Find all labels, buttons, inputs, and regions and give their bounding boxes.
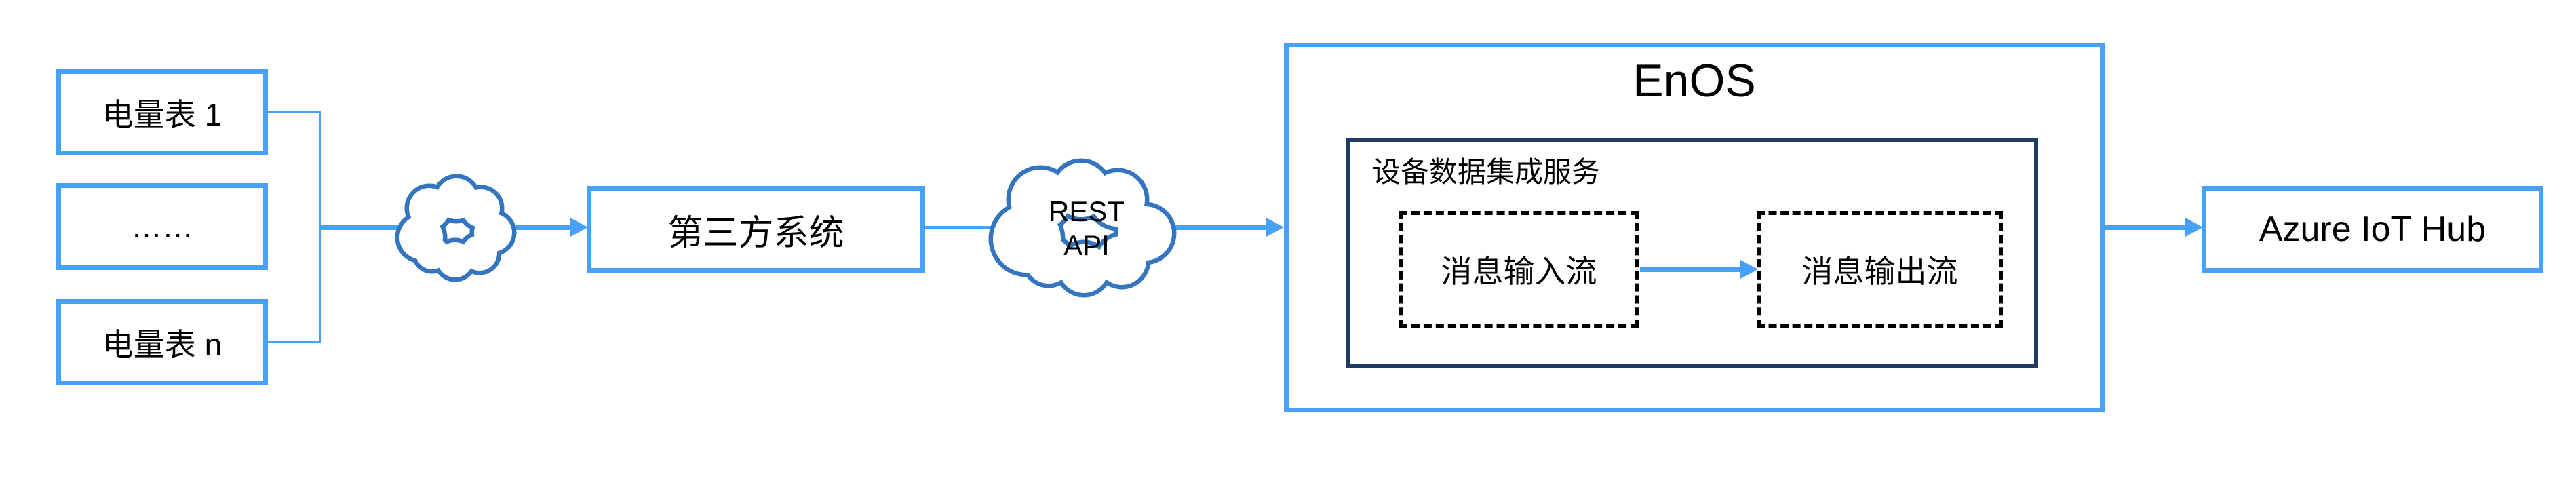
connector-input-to-output-stream	[1640, 267, 1740, 272]
third-party-system-node: 第三方系统	[587, 186, 925, 273]
meter-n-label: 电量表 n	[102, 326, 222, 362]
device-data-integration-service-label: 设备数据集成服务	[1372, 156, 1601, 188]
device-data-integration-service-container	[1346, 138, 2038, 368]
rest-api-label-line2: API	[1063, 229, 1110, 261]
azure-iot-hub-label: Azure IoT Hub	[2259, 210, 2486, 249]
message-output-stream-node: 消息输出流	[1757, 211, 2003, 328]
enos-container	[1284, 43, 2105, 412]
arrowhead-icon	[1740, 260, 1758, 279]
meter-1-node: 电量表 1	[56, 69, 268, 155]
third-party-system-label: 第三方系统	[667, 213, 844, 253]
enos-title: EnOS	[1633, 55, 1756, 107]
connector-rest-api-to-enos	[1175, 225, 1266, 230]
azure-iot-hub-node: Azure IoT Hub	[2202, 186, 2543, 273]
connector-third-party-to-rest-api	[924, 226, 1002, 229]
meter-ellipsis-label: ……	[131, 209, 193, 244]
internet-cloud-icon	[395, 174, 517, 282]
arrowhead-icon	[1266, 218, 1284, 237]
connector-bracket-to-internet-cloud	[320, 225, 405, 230]
meter-1-label: 电量表 1	[102, 96, 222, 132]
arrowhead-icon	[570, 218, 588, 237]
arrowhead-icon	[2185, 218, 2203, 237]
message-input-stream-label: 消息输入流	[1441, 254, 1597, 289]
connector-meter1-bracket	[268, 111, 321, 113]
connector-internet-cloud-to-third-party	[502, 225, 570, 230]
rest-api-label: REST API	[985, 157, 1188, 300]
connector-metern-bracket	[268, 341, 321, 343]
message-output-stream-label: 消息输出流	[1801, 254, 1958, 289]
connector-enos-to-azure	[2103, 225, 2185, 230]
rest-api-cloud-icon	[988, 158, 1177, 298]
message-input-stream-node: 消息输入流	[1399, 211, 1639, 328]
rest-api-label-line1: REST	[1048, 195, 1125, 227]
meter-ellipsis-node: ……	[56, 183, 268, 270]
meter-n-node: 电量表 n	[56, 299, 268, 385]
